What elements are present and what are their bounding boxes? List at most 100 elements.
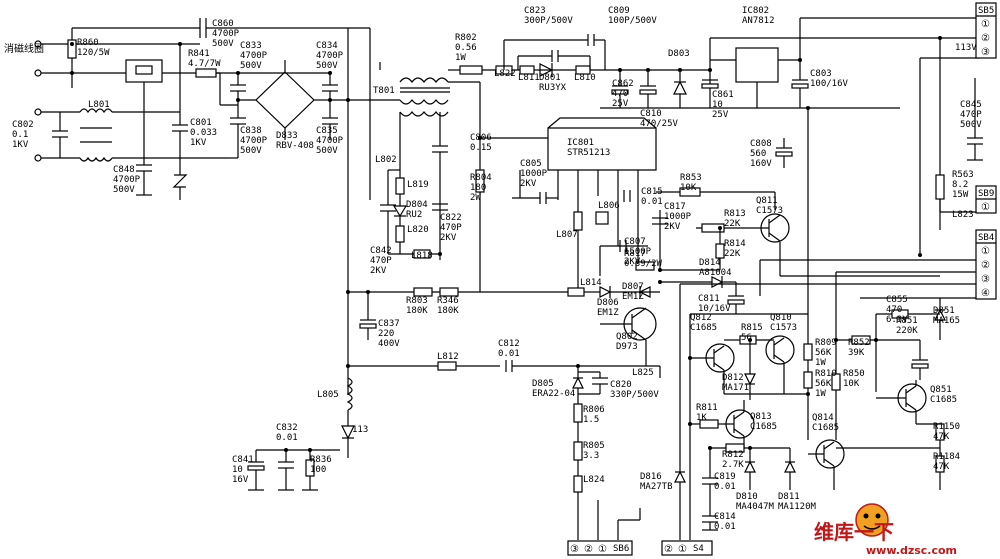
q812-value-1: C1685 <box>690 323 717 333</box>
c812-value-1: 0.01 <box>498 349 520 359</box>
r563-designator: R563 <box>952 170 974 180</box>
r810-value-1: 56K <box>815 379 832 389</box>
c803-designator: C803 <box>810 69 832 79</box>
c805-value-1: 1000P <box>520 169 548 179</box>
connector-sb4-label: SB4 <box>978 233 994 243</box>
c848-designator: C848 <box>113 165 135 175</box>
d801-symbol <box>539 63 554 77</box>
connector-sb4-pin-2: ② <box>981 260 990 271</box>
r841-body <box>195 68 217 78</box>
l825-designator: L825 <box>632 368 654 378</box>
c838-value-2: 500V <box>240 146 262 156</box>
r814-value-1: 22K <box>724 249 741 259</box>
r811-designator: R811 <box>696 403 718 413</box>
l824-body <box>573 475 583 493</box>
c803-value-1: 100/16V <box>810 79 849 89</box>
r817-designator: R817 <box>624 249 646 259</box>
c803-body <box>791 83 809 89</box>
ic802-body <box>735 47 779 83</box>
l810-designator: L810 <box>574 73 596 83</box>
c860-value-2: 500V <box>212 39 234 49</box>
connector-sb9-pin-1: ① <box>981 202 990 213</box>
c842-value-2: 2KV <box>370 266 387 276</box>
c832-designator: C832 <box>276 423 298 433</box>
r841-designator: R841 <box>188 49 210 59</box>
l811-body <box>519 65 535 75</box>
c860-value-1: 4700P <box>212 29 240 39</box>
c807-value-2: 2KV <box>624 257 641 267</box>
d816-symbol <box>674 470 686 483</box>
component-labels: R860120/5WC8604700P500VR8414.7/7WC833470… <box>12 6 982 532</box>
d833-bridge <box>255 71 315 129</box>
l822-label: L822 <box>494 69 516 79</box>
c834-value-2: 500V <box>316 61 338 71</box>
c862-value-2: 25V <box>612 99 629 109</box>
l807-body <box>573 211 583 231</box>
d801-value-1: RU3YX <box>539 83 567 93</box>
d805-designator: D805 <box>532 379 554 389</box>
connector-sb4-pin-1: ① <box>981 246 990 257</box>
c848-value-1: 4700P <box>113 175 141 185</box>
c861-value-2: 25V <box>712 110 729 120</box>
c833-designator: C833 <box>240 41 262 51</box>
c855-value-2: 6.3V <box>886 315 908 325</box>
r806-value-1: 1.5 <box>583 415 599 425</box>
d811-designator: D811 <box>778 492 800 502</box>
c837-body <box>359 323 377 329</box>
d801-designator: D801 <box>539 73 561 83</box>
c808-body <box>775 151 793 157</box>
r810-designator: R810 <box>815 369 837 379</box>
c820-designator: C820 <box>610 380 632 390</box>
r809-designator: R809 <box>815 338 837 348</box>
d803-designator: D803 <box>668 49 690 59</box>
l812-designator: L812 <box>437 352 459 362</box>
ic802-value-1: AN7812 <box>742 16 775 26</box>
r852-body <box>851 335 871 345</box>
r817-body <box>635 261 655 271</box>
c814-value-1: 0.01 <box>714 522 736 532</box>
d812-symbol <box>744 373 756 386</box>
q812-designator: Q812 <box>690 313 712 323</box>
c801-value-1: 0.033 <box>190 128 217 138</box>
wiring <box>34 17 983 540</box>
r563-value-2: 15W <box>952 190 969 200</box>
c817-value-2: 2KV <box>664 222 681 232</box>
ic801-value-1: STR51213 <box>567 148 610 158</box>
r809-body <box>803 343 813 361</box>
c801-value-2: 1KV <box>190 138 207 148</box>
l818-label: L818 <box>411 251 433 261</box>
d806-designator: D806 <box>597 298 619 308</box>
d816-designator: D816 <box>640 472 662 482</box>
c862-value-1: 470 <box>612 89 628 99</box>
connector-sb5-pin-2: ② <box>981 33 990 44</box>
c809-value-1: 100P/500V <box>608 16 657 26</box>
q811-value-1: C1573 <box>756 206 783 216</box>
q810-designator: Q810 <box>770 313 792 323</box>
input-terminal-4 <box>34 154 42 162</box>
d807-value-1: EM1Z <box>622 292 644 302</box>
r802-designator: R802 <box>455 33 477 43</box>
watermark-logo-text: 维库一下 <box>814 520 894 544</box>
